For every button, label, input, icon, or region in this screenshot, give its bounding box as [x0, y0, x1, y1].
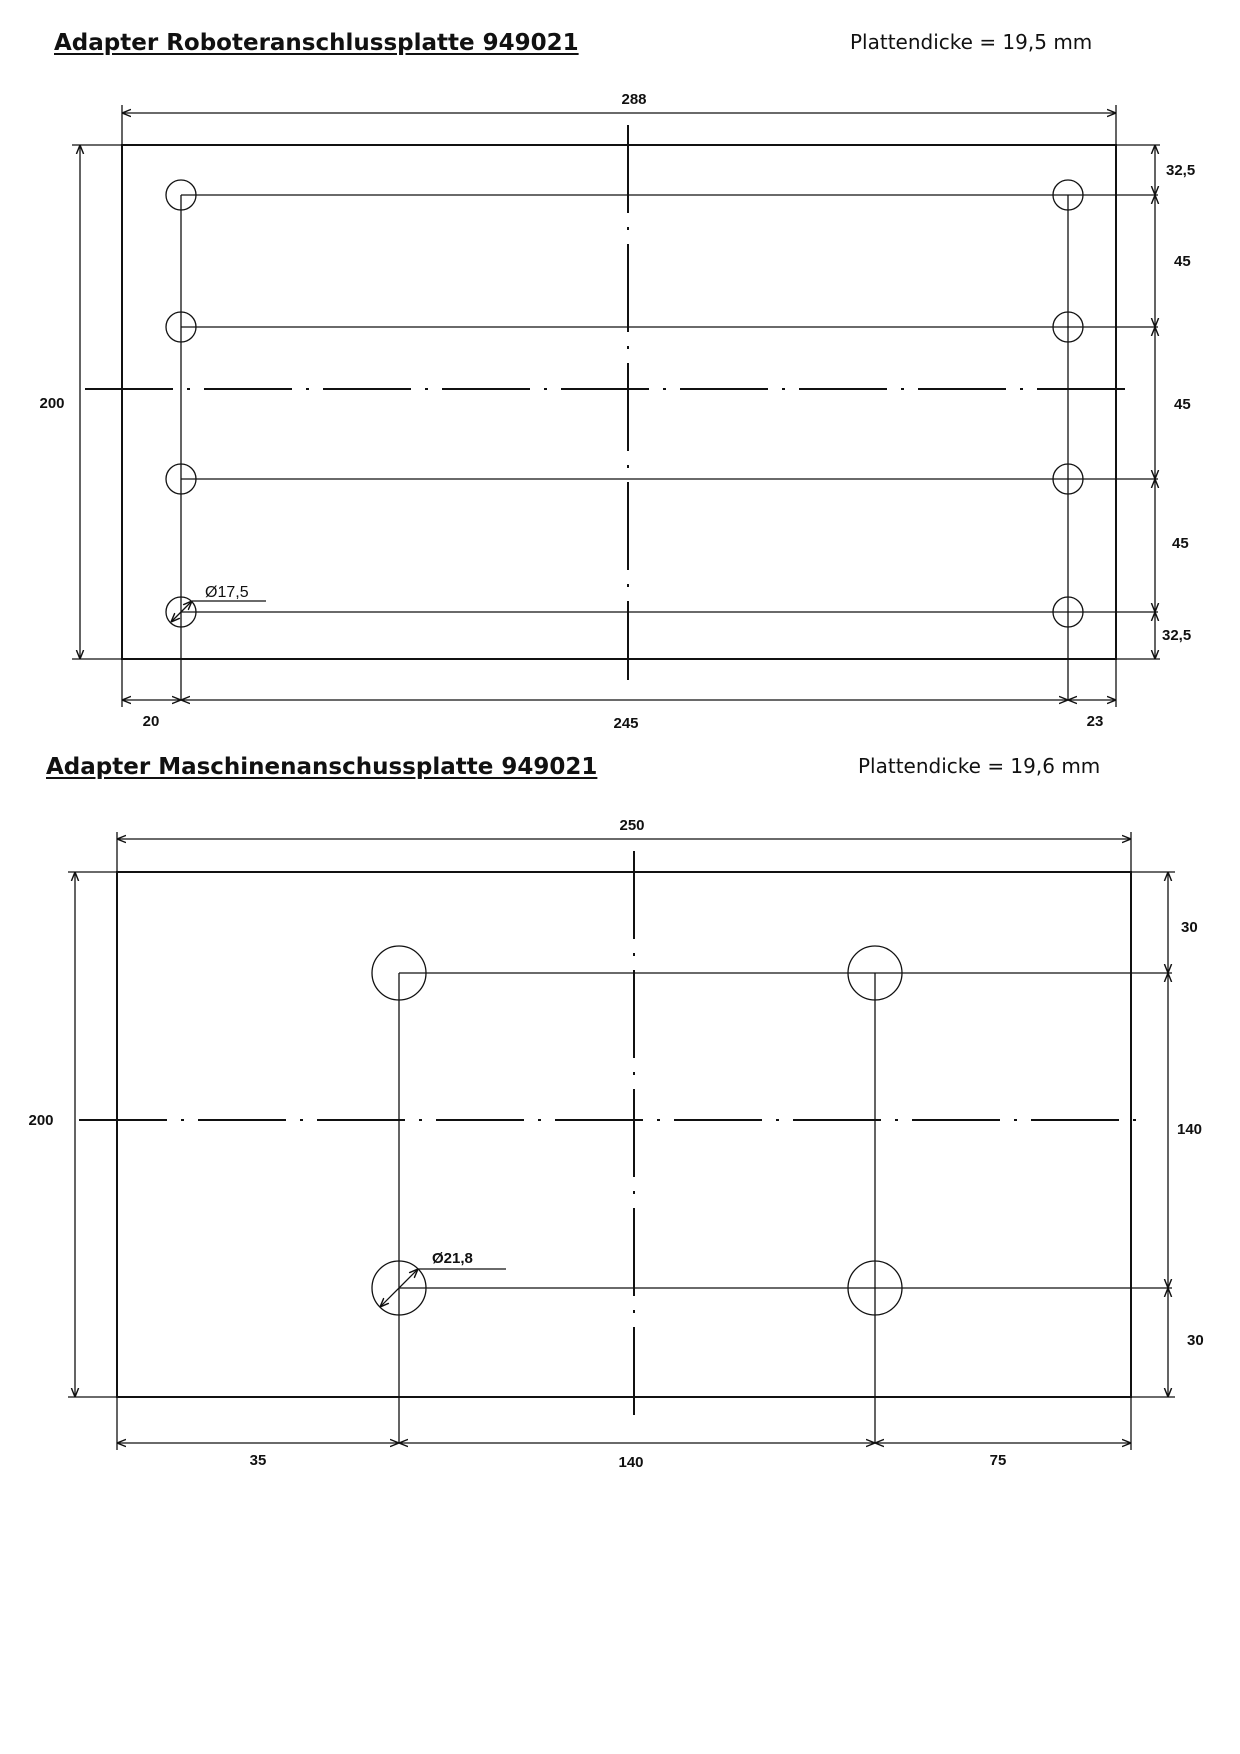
plate1-right-dim-label: 32,5	[1162, 627, 1191, 644]
plate2-diameter-leader	[380, 1269, 418, 1307]
plate1-hole	[165, 311, 197, 343]
plate1-hole-label: Ø17,5	[205, 584, 249, 601]
plate1-bottom-dim-label: 20	[143, 713, 160, 730]
plate1-hole	[1052, 179, 1084, 211]
plate2-hole-label: Ø21,8	[432, 1250, 473, 1267]
plate1-bottom-dim-label: 245	[613, 715, 638, 732]
plate2-drawing	[68, 832, 1175, 1450]
plate1-right-dim-label: 32,5	[1166, 162, 1195, 179]
plate2-width-label: 250	[619, 817, 644, 834]
plate1-hole	[165, 179, 197, 211]
plate2-hole	[371, 1260, 427, 1316]
plate2-title: Adapter Maschinenanschussplatte 949021	[46, 754, 598, 780]
plate2-hole	[371, 945, 427, 1001]
plate2-bottom-dim-label: 35	[250, 1452, 267, 1469]
plate1-hole	[1052, 596, 1084, 628]
plate1-diameter-leader	[171, 601, 192, 622]
plate1-bottom-dim-label: 23	[1087, 713, 1104, 730]
plate2-hole	[847, 1260, 903, 1316]
plate2-bottom-dim-label: 75	[990, 1452, 1007, 1469]
plate2-thickness: Plattendicke = 19,6 mm	[858, 754, 1101, 778]
plate1-height-label: 200	[39, 395, 64, 412]
plate1-hole	[1052, 311, 1084, 343]
plate2-bottom-dim-label: 140	[618, 1454, 643, 1471]
plate2-right-dim-label: 140	[1177, 1121, 1202, 1138]
plate1-title: Adapter Roboteranschlussplatte 949021	[54, 30, 579, 56]
plate1-drawing	[72, 105, 1160, 707]
plate2-right-dim-label: 30	[1187, 1332, 1204, 1349]
plate1-width-label: 288	[621, 91, 646, 108]
plate1-right-dim-label: 45	[1172, 535, 1189, 552]
plate1-right-dim-label: 45	[1174, 253, 1191, 270]
plate1-outline	[121, 144, 1117, 660]
plate2-outline	[116, 871, 1132, 1398]
plate2-right-dim-label: 30	[1181, 919, 1198, 936]
plate1-thickness: Plattendicke = 19,5 mm	[850, 30, 1093, 54]
plate1-right-dim-label: 45	[1174, 396, 1191, 413]
plate1-hole	[165, 463, 197, 495]
plate2-hole	[847, 945, 903, 1001]
plate1-hole	[1052, 463, 1084, 495]
plate2-height-label: 200	[28, 1112, 53, 1129]
plate1-hole	[165, 596, 197, 628]
